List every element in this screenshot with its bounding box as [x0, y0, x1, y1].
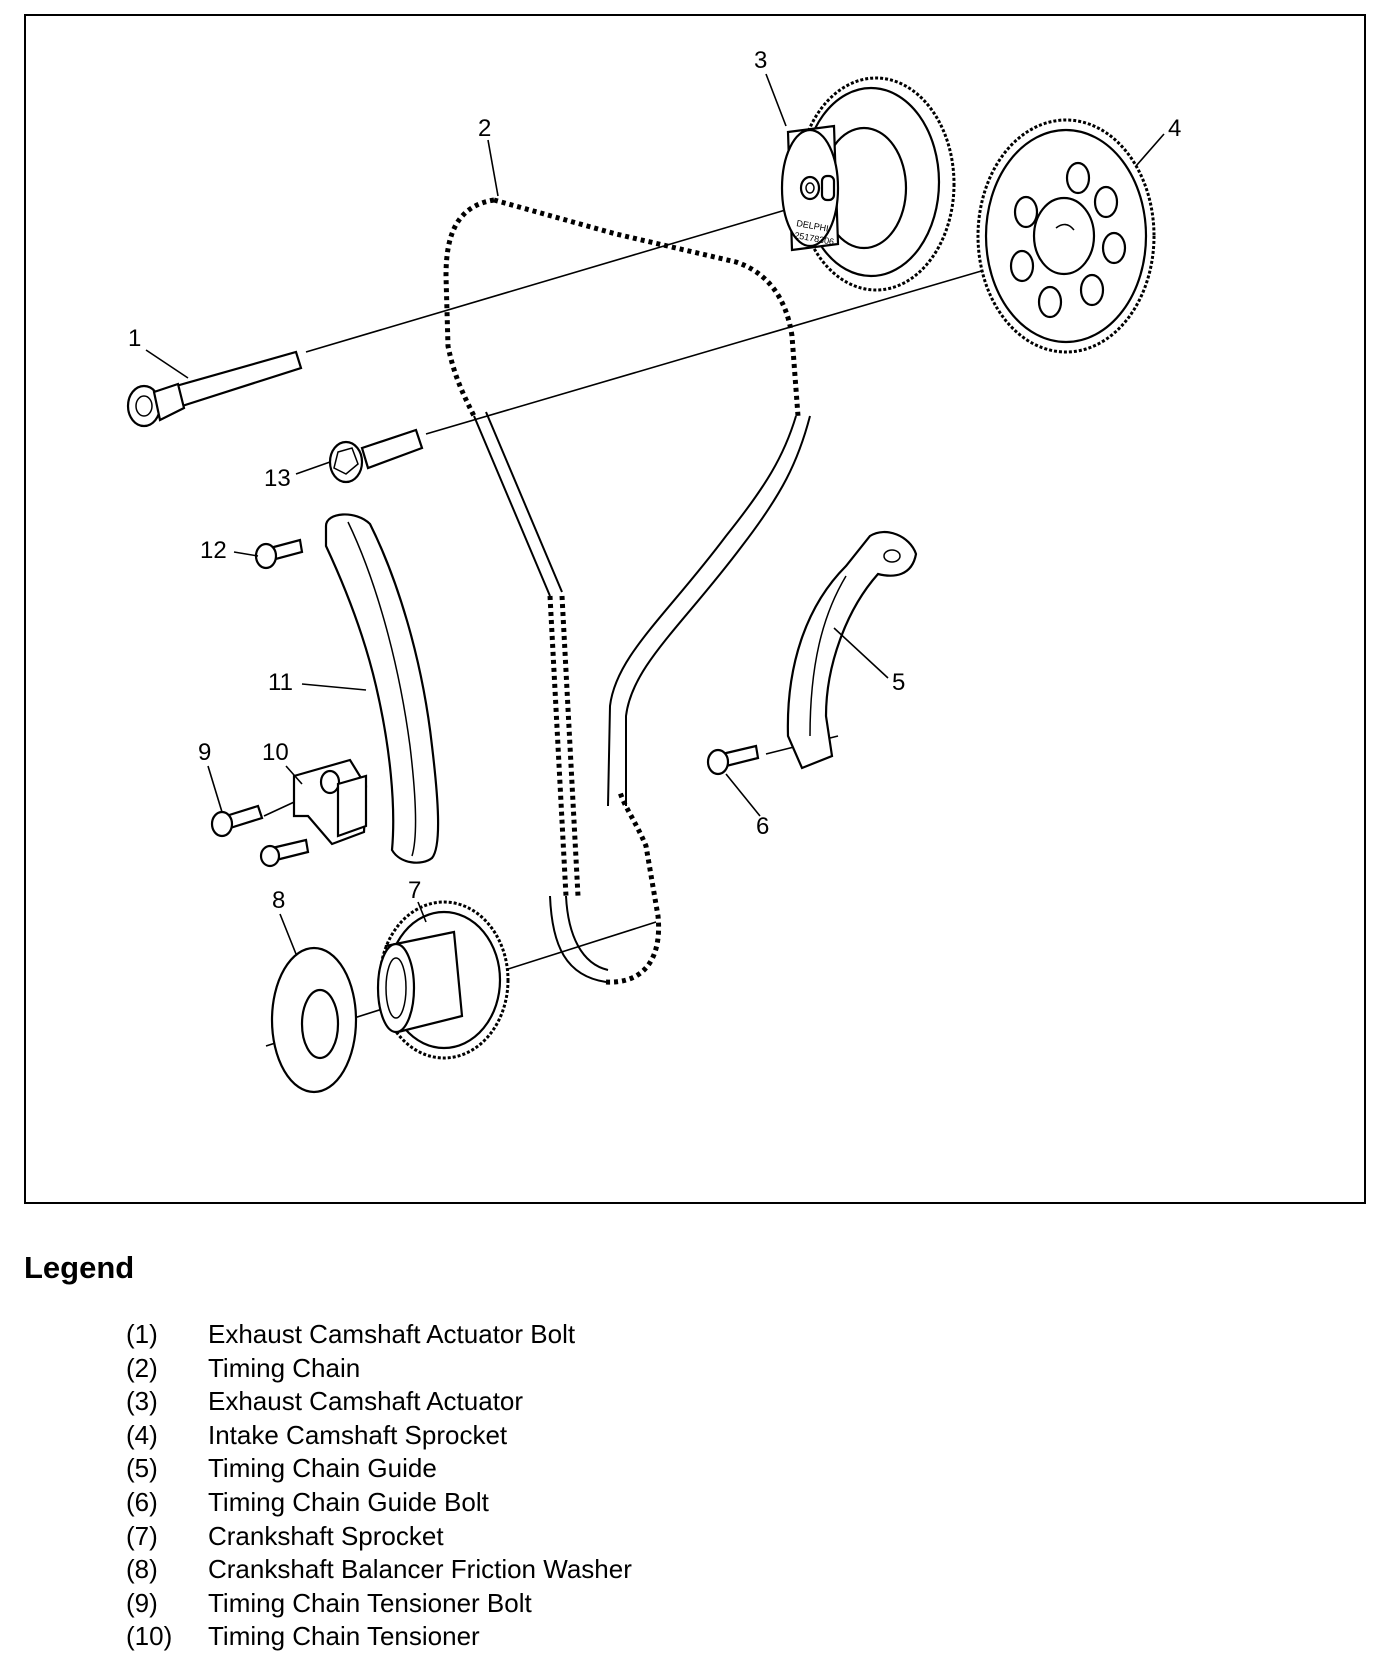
legend-title: Legend — [24, 1250, 135, 1285]
axis-line-1 — [305, 197, 827, 353]
timing-chain-guide — [786, 530, 918, 770]
legend-item: (7) Crankshaft Sprocket — [126, 1520, 632, 1554]
crankshaft-balancer-friction-washer — [270, 946, 358, 1094]
timing-chain-guide-bolt — [706, 744, 760, 776]
callout-11: 11 — [268, 669, 293, 696]
callout-10: 10 — [262, 739, 289, 766]
legend-item: (2) Timing Chain — [126, 1352, 632, 1386]
callout-leaders — [145, 73, 1165, 955]
callout-3: 3 — [754, 47, 767, 74]
legend-item-label: Timing Chain Tensioner Bolt — [208, 1587, 532, 1618]
legend-item: (1) Exhaust Camshaft Actuator Bolt — [126, 1318, 632, 1352]
legend-item-label: Timing Chain Guide Bolt — [208, 1486, 489, 1517]
legend-item-number: (3) — [126, 1386, 158, 1417]
timing-chain — [443, 197, 811, 985]
exhaust-camshaft-actuator-bolt — [126, 350, 303, 428]
legend-item-label: Exhaust Camshaft Actuator Bolt — [208, 1319, 576, 1349]
legend-item-number: (9) — [126, 1587, 158, 1618]
callout-4: 4 — [1168, 115, 1181, 142]
callout-5: 5 — [892, 669, 905, 696]
legend-item: (9) Timing Chain Tensioner Bolt — [126, 1587, 632, 1621]
legend-item: (8) Crankshaft Balancer Friction Washer — [126, 1553, 632, 1587]
legend-item-number: (10) — [126, 1621, 173, 1652]
legend-item-number: (7) — [126, 1520, 158, 1551]
exploded-view-figure: DELPHI 25178306 — [24, 14, 1366, 1204]
legend-item-number: (2) — [126, 1352, 158, 1383]
legend-item-label: Exhaust Camshaft Actuator — [208, 1386, 524, 1417]
legend-item-label: Intake Camshaft Sprocket — [208, 1419, 508, 1450]
callout-1: 1 — [128, 325, 141, 352]
timing-chain-tensioner — [292, 758, 368, 846]
legend-list: (1) Exhaust Camshaft Actuator Bolt (2) Tim… — [126, 1318, 632, 1654]
callout-9: 9 — [198, 739, 211, 766]
intake-camshaft-sprocket-bolt — [328, 428, 424, 484]
legend-item-label: Timing Chain Guide — [208, 1453, 437, 1484]
legend-item: (3) Exhaust Camshaft Actuator — [126, 1385, 632, 1419]
legend-item-number: (6) — [126, 1486, 158, 1517]
exhaust-camshaft-actuator: DELPHI 25178306 — [780, 76, 956, 292]
timing-chain-tensioner-shoe — [324, 513, 440, 864]
legend-item-number: (8) — [126, 1554, 158, 1585]
callout-12: 12 — [200, 537, 227, 564]
callout-6: 6 — [756, 813, 769, 840]
legend-item: (6) Timing Chain Guide Bolt — [126, 1486, 632, 1520]
legend-item-label: Crankshaft Balancer Friction Washer — [208, 1554, 632, 1585]
legend-item-number: (4) — [126, 1419, 158, 1450]
legend-item-label: Timing Chain — [208, 1352, 361, 1383]
callout-7: 7 — [408, 877, 421, 904]
legend-item-number: (1) — [126, 1319, 158, 1349]
crankshaft-sprocket — [376, 900, 510, 1060]
legend-item: (5) Timing Chain Guide — [126, 1452, 632, 1486]
tensioner-shoe-bolt — [254, 538, 304, 570]
callout-13: 13 — [264, 465, 291, 492]
legend-item: (10) Timing Chain Tensioner — [126, 1620, 632, 1654]
callout-2: 2 — [478, 115, 491, 142]
legend-item-number: (5) — [126, 1453, 158, 1484]
legend-item-label: Crankshaft Sprocket — [208, 1520, 444, 1551]
intake-camshaft-sprocket — [976, 118, 1156, 354]
legend-item: (4) Intake Camshaft Sprocket — [126, 1419, 632, 1453]
timing-chain-tensioner-bolt — [210, 804, 310, 868]
callout-8: 8 — [272, 887, 285, 914]
legend-item-label: Timing Chain Tensioner — [208, 1621, 480, 1652]
